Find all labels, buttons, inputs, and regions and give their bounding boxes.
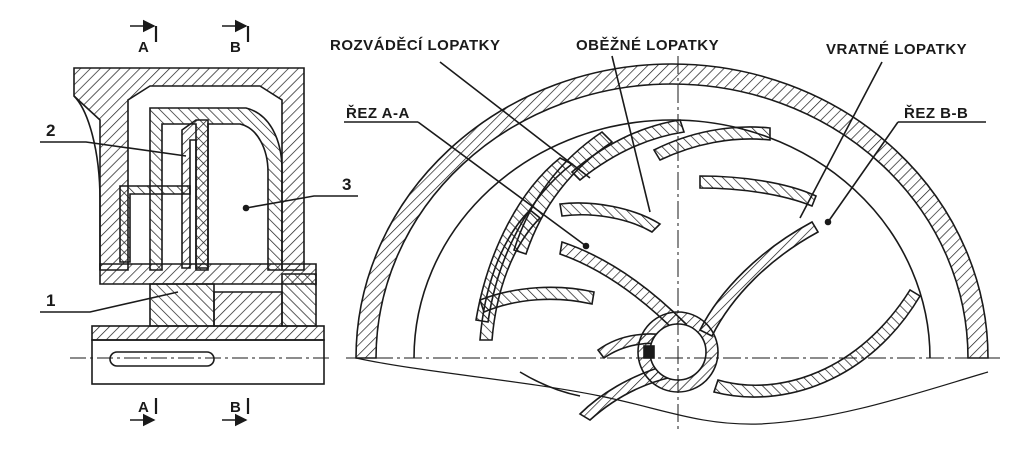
diffuser-vane-7 [559, 202, 662, 234]
hub [149, 283, 215, 327]
diffuser-vane-8 [479, 286, 595, 314]
impeller-blade-1 [559, 240, 688, 336]
hub-key [643, 345, 655, 359]
label-return-vanes: VRATNÉ LOPATKY [826, 41, 967, 58]
section-mark-bottom-b: B [230, 399, 241, 416]
break-line [355, 357, 989, 425]
return-vane-1 [712, 288, 922, 398]
label-section-aa: ŘEZ A-A [346, 104, 410, 122]
label-impeller-vanes: OBĚŽNÉ LOPATKY [576, 36, 719, 54]
callout-2: 2 [46, 121, 55, 140]
shaft [91, 325, 325, 341]
longitudinal-section [40, 19, 358, 427]
diffuser-vane-4 [570, 119, 686, 182]
callout-3: 3 [342, 175, 351, 194]
label-diffuser-vanes: ROZVÁDĚCÍ LOPATKY [330, 36, 500, 54]
shaft-body [91, 339, 325, 385]
section-mark-top-a: A [138, 39, 149, 56]
hub-right [213, 291, 283, 327]
casing-left-edge [73, 95, 101, 270]
inner-casing-ring [413, 119, 931, 359]
impeller-blade-3 [578, 365, 670, 421]
impeller-blade-4 [698, 220, 820, 338]
callout-1: 1 [46, 291, 55, 310]
section-mark-bottom-a: A [138, 399, 149, 416]
diffuser-vane-6 [699, 175, 818, 208]
impeller-shroud [119, 185, 191, 263]
cross-section [344, 55, 1000, 432]
section-mark-top-b: B [230, 39, 241, 56]
label-section-bb: ŘEZ B-B [904, 104, 968, 122]
diffuser-vane-5 [652, 126, 771, 162]
shaft-key [109, 351, 215, 367]
right-ring [281, 273, 317, 327]
